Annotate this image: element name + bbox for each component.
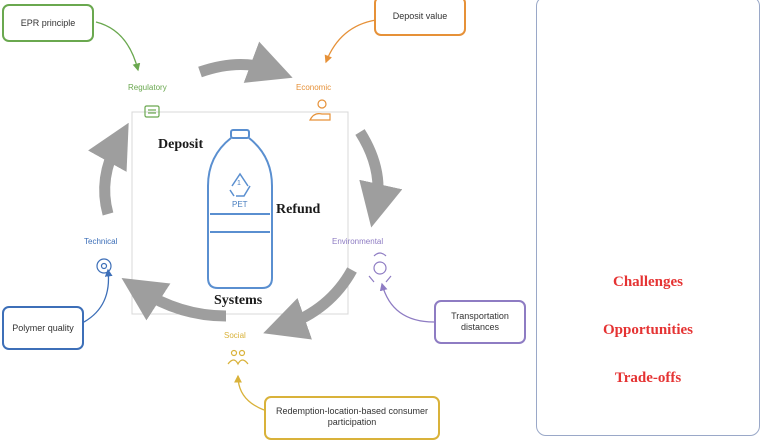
opportunities-text: Opportunities [602, 322, 693, 338]
recycle-number: 1 [237, 180, 241, 187]
europe-panel [536, 0, 760, 436]
social-icon [227, 349, 249, 366]
connector-transport [379, 282, 435, 323]
connector-epr [95, 21, 141, 72]
technical-icon [96, 258, 112, 274]
cycle-arrow-left [88, 122, 129, 216]
social-label: Social [224, 331, 246, 340]
deposit-word: Deposit [158, 137, 204, 152]
epr-principle-box: EPR principle [2, 4, 94, 42]
technical-label: Technical [84, 237, 118, 246]
redemption-participation-box: Redemption-location-based consumer parti… [264, 396, 440, 440]
center-frame [131, 111, 349, 315]
transportation-distances-box: Transportation distances [434, 300, 526, 344]
regulatory-icon [144, 105, 160, 118]
cycle-arrow-bottom-right [263, 267, 357, 340]
tradeoffs-text: Trade-offs [614, 370, 682, 386]
cycle-arrow-bottom-left [121, 278, 227, 322]
environmental-label: Environmental [332, 237, 384, 246]
connector-polymer [83, 268, 113, 323]
connector-redemption [234, 374, 265, 411]
regulatory-label: Regulatory [128, 83, 167, 92]
environmental-icon [368, 252, 392, 283]
economic-icon [309, 99, 331, 121]
cycle-arrow-right [355, 129, 403, 228]
economic-label: Economic [296, 83, 332, 92]
deposit-value-box: Deposit value [374, 0, 466, 36]
pet-bottle-icon [207, 129, 273, 289]
systems-word: Systems [214, 293, 263, 308]
challenges-text: Challenges [612, 274, 683, 290]
cycle-arrow-top [198, 41, 293, 83]
pet-label: PET [232, 200, 248, 209]
refund-word: Refund [276, 202, 321, 217]
connector-deposit-value [324, 19, 377, 64]
polymer-quality-box: Polymer quality [2, 306, 84, 350]
